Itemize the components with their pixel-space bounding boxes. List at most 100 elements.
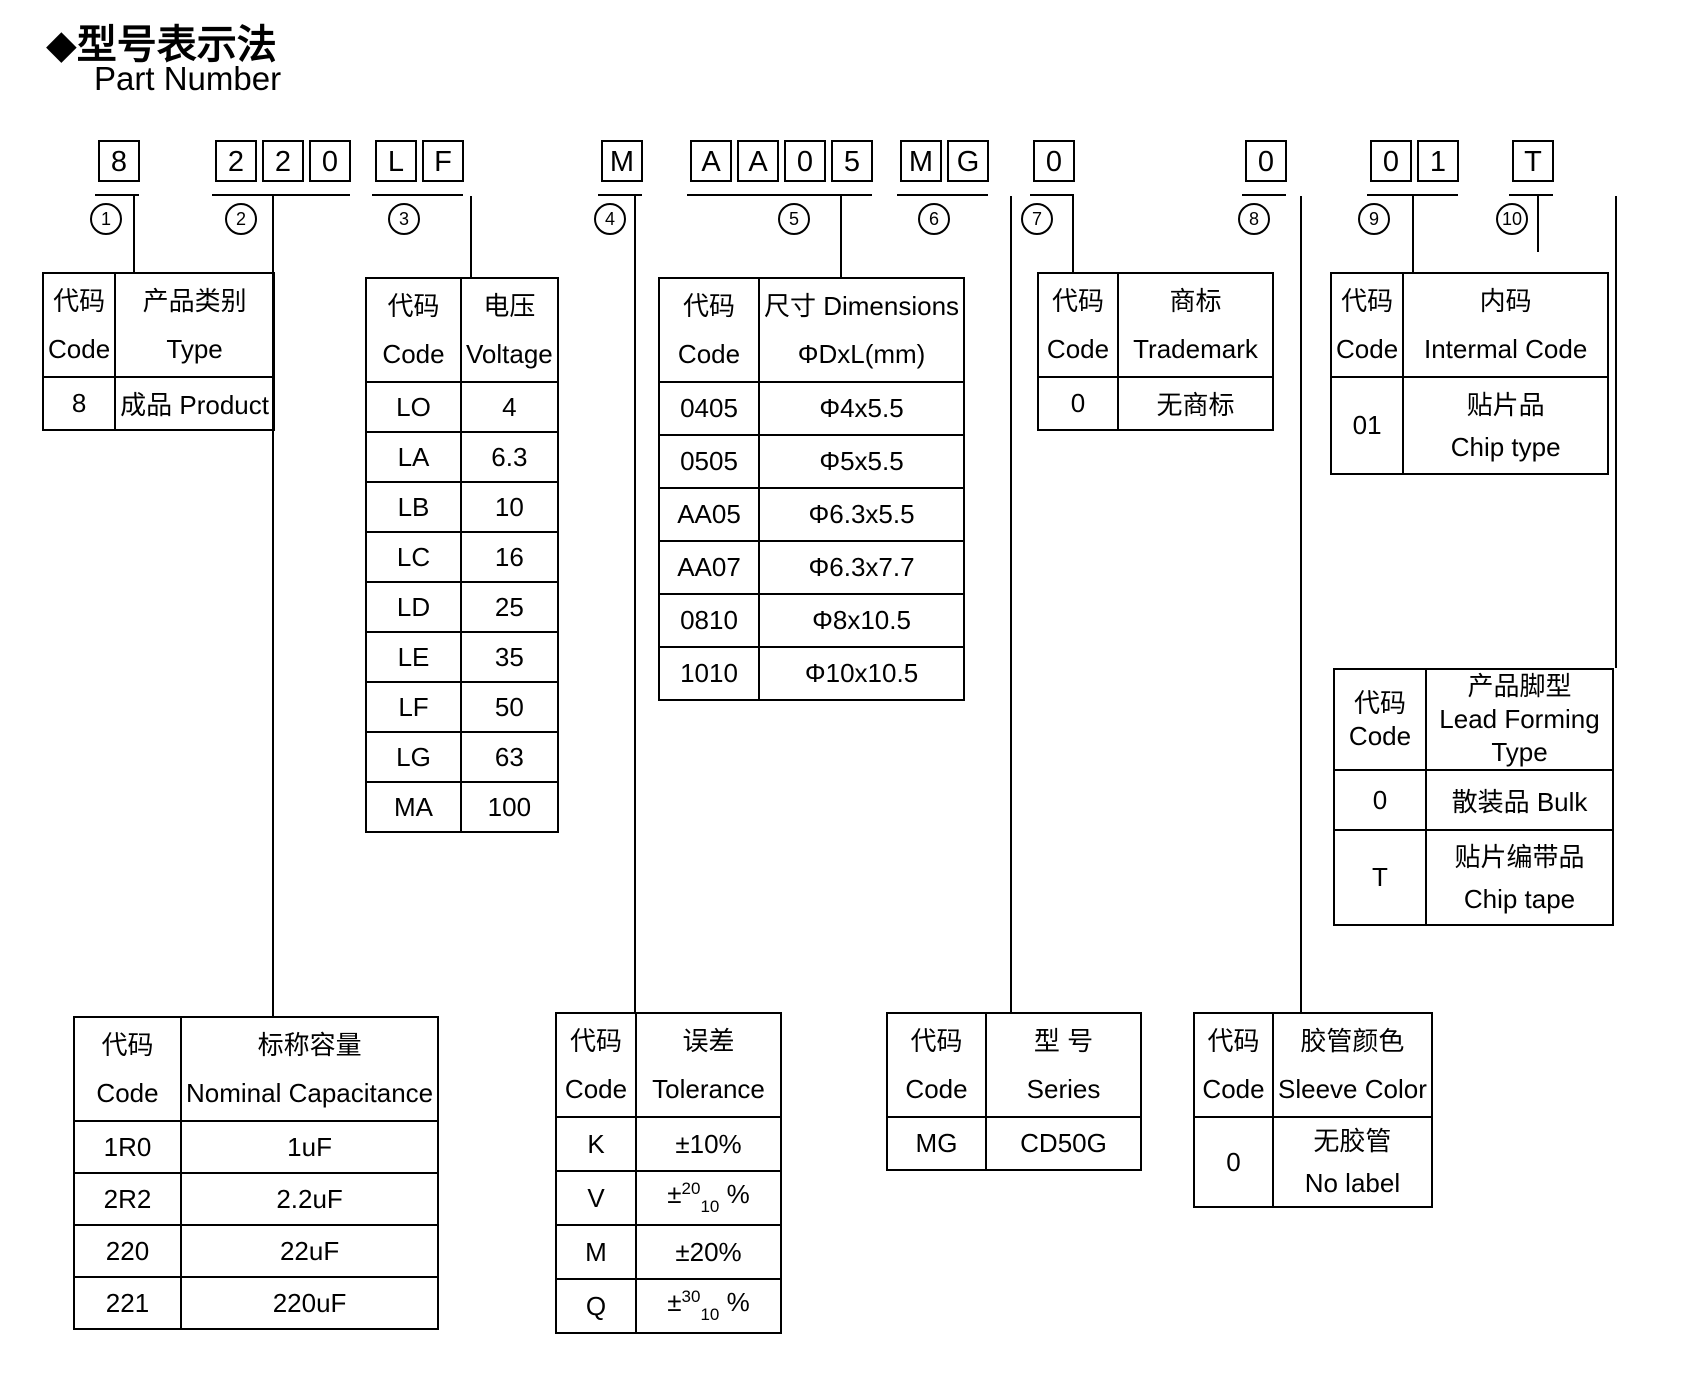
cell: 贴片编带品 Chip tape <box>1425 829 1614 926</box>
connector-line <box>1072 196 1074 272</box>
tolerance-part: % <box>719 1179 750 1209</box>
header-line: 代码 <box>53 286 106 316</box>
part-number-box: T <box>1512 140 1554 182</box>
cell: 0 <box>1193 1116 1274 1208</box>
header-line: Code <box>1336 334 1399 364</box>
part-number-box: F <box>422 140 464 182</box>
cell-line: 无胶管 <box>1313 1126 1392 1156</box>
header-cell: 代码 Code <box>73 1016 182 1122</box>
cell: ±20% <box>635 1224 782 1280</box>
part-number-box: 2 <box>215 140 257 182</box>
header-line: Type <box>166 334 223 364</box>
cell: LO <box>365 381 462 433</box>
header-line: Code <box>382 339 445 369</box>
cell: ±2010 % <box>635 1170 782 1226</box>
cell: 22uF <box>179 1224 440 1278</box>
connector-line <box>634 196 636 1012</box>
cell: Φ6.3x7.7 <box>757 540 966 595</box>
cell: 25 <box>460 581 559 633</box>
cell: CD50G <box>985 1116 1142 1171</box>
group-number-badge: 6 <box>918 203 950 235</box>
cell: LA <box>365 431 462 483</box>
cell-line: Chip type <box>1450 431 1561 462</box>
connector-line <box>470 196 472 277</box>
cell-line: Chip tape <box>1463 883 1576 914</box>
header-line: Intermal Code <box>1424 334 1588 364</box>
header-line: 尺寸 Dimensions <box>764 291 960 321</box>
header-line: 电压 <box>483 291 536 321</box>
cell: 220 <box>73 1224 182 1278</box>
cell: 16 <box>460 531 559 583</box>
group-number-badge: 5 <box>778 203 810 235</box>
cell: 10 <box>460 481 559 533</box>
header-line: Lead Forming <box>1439 704 1600 734</box>
tolerance-part: 30 <box>681 1287 701 1306</box>
group-underline <box>897 194 988 196</box>
tolerance-part: % <box>719 1287 750 1317</box>
page-title: ◆型号表示法 <box>46 23 277 67</box>
cell: ±3010 % <box>635 1278 782 1334</box>
header-line: 胶管颜色 <box>1300 1026 1405 1056</box>
cell: AA07 <box>658 540 760 595</box>
cell: 35 <box>460 631 559 683</box>
part-number-box: M <box>601 140 643 182</box>
header-line: Nominal Capacitance <box>186 1078 434 1108</box>
group-number-badge: 9 <box>1358 203 1390 235</box>
part-number-box: L <box>375 140 417 182</box>
cell: 221 <box>73 1276 182 1330</box>
header-line: Sleeve Color <box>1278 1074 1427 1104</box>
group-number-badge: 8 <box>1238 203 1270 235</box>
header-cell: 标称容量 Nominal Capacitance <box>179 1016 440 1122</box>
cell: 2R2 <box>73 1172 182 1226</box>
cell-line: 贴片品 <box>1466 389 1545 420</box>
group-underline <box>1509 194 1553 196</box>
part-number-box: A <box>737 140 779 182</box>
header-line: 标称容量 <box>257 1030 362 1060</box>
cell: LF <box>365 681 462 733</box>
header-line: 代码 <box>1207 1026 1260 1056</box>
cell: 100 <box>460 781 559 833</box>
cell: 1R0 <box>73 1120 182 1174</box>
cell: ±10% <box>635 1116 782 1172</box>
header-line: ΦDxL(mm) <box>797 339 926 369</box>
group-number-badge: 1 <box>90 203 122 235</box>
cell: 0 <box>1037 376 1119 431</box>
header-line: Code <box>96 1078 159 1108</box>
cell: 0505 <box>658 434 760 489</box>
cell: LG <box>365 731 462 783</box>
group-underline <box>1030 194 1074 196</box>
cell: LE <box>365 631 462 683</box>
cell: 1010 <box>658 646 760 701</box>
header-line: 代码 <box>101 1030 154 1060</box>
connector-line <box>1300 196 1302 1012</box>
group-underline <box>372 194 463 196</box>
cell: MA <box>365 781 462 833</box>
group-underline <box>1367 194 1458 196</box>
group-underline <box>212 194 350 196</box>
cell: AA05 <box>658 487 760 542</box>
header-line: 代码 <box>569 1026 622 1056</box>
header-line: Trademark <box>1133 334 1258 364</box>
cell: 2.2uF <box>179 1172 440 1226</box>
part-number-box: A <box>690 140 732 182</box>
cell: 0405 <box>658 381 760 436</box>
cell: 1uF <box>179 1120 440 1174</box>
header-line: 误差 <box>682 1026 735 1056</box>
part-number-box: 2 <box>262 140 304 182</box>
cell-line: 贴片编带品 <box>1454 841 1585 872</box>
